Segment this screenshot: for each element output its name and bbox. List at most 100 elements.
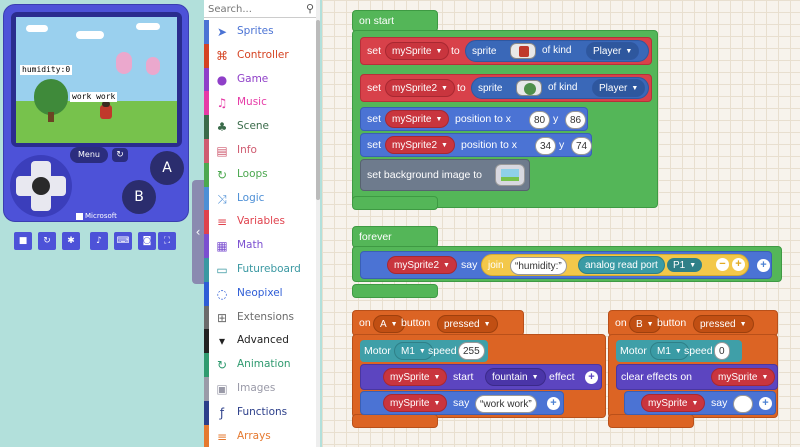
variable-dropdown[interactable]: mySprite2▼ bbox=[385, 79, 455, 97]
plus-icon[interactable]: + bbox=[585, 371, 598, 384]
category-futureboard[interactable]: ▭Futureboard bbox=[204, 258, 320, 282]
button-dropdown[interactable]: A▼ bbox=[373, 315, 405, 333]
variable-dropdown[interactable]: mySprite▼ bbox=[383, 368, 448, 386]
menu-button[interactable]: Menu bbox=[70, 147, 108, 163]
variable-dropdown[interactable]: mySprite▼ bbox=[385, 42, 450, 60]
category-math[interactable]: ▦Math bbox=[204, 234, 320, 259]
a-button[interactable]: A bbox=[150, 151, 184, 185]
category-loops[interactable]: ↻Loops bbox=[204, 162, 320, 187]
join-reporter[interactable]: join “humidity:” analog read port P1▼ − … bbox=[481, 254, 749, 276]
y-number-input[interactable]: 86 bbox=[565, 111, 587, 129]
variable-dropdown[interactable]: mySprite2▼ bbox=[387, 256, 457, 274]
scrollbar-thumb[interactable] bbox=[316, 20, 320, 200]
category-info[interactable]: ▤Info bbox=[204, 139, 320, 163]
plus-icon[interactable]: + bbox=[759, 397, 772, 410]
collapse-simulator-handle[interactable]: ‹ bbox=[192, 180, 204, 284]
set-background-image-block[interactable]: set background image to bbox=[360, 159, 530, 191]
x-number-input[interactable]: 34 bbox=[535, 137, 557, 155]
on-a-button-hat-block[interactable]: on A▼ button pressed▼ bbox=[352, 310, 524, 336]
say-text-input[interactable]: “work work” bbox=[475, 395, 537, 413]
sprite-image-picker[interactable] bbox=[510, 43, 536, 59]
category-images[interactable]: ▣Images bbox=[204, 377, 320, 401]
start-effect-block[interactable]: mySprite▼ start fountain▼ effect + bbox=[360, 364, 602, 390]
sprite-of-kind-reporter[interactable]: sprite of kind Player▼ bbox=[471, 77, 649, 99]
stop-icon[interactable]: ■ bbox=[14, 232, 32, 250]
event-dropdown[interactable]: pressed▼ bbox=[437, 315, 498, 333]
say-text-input[interactable] bbox=[733, 395, 753, 413]
variable-name: mySprite bbox=[390, 397, 430, 409]
category-scene[interactable]: ♣Scene bbox=[204, 115, 320, 140]
variable-dropdown[interactable]: mySprite▼ bbox=[711, 368, 776, 386]
on-b-button-hat-block[interactable]: on B▼ button pressed▼ bbox=[608, 310, 778, 336]
x-number-input[interactable]: 80 bbox=[529, 111, 551, 129]
variable-dropdown[interactable]: mySprite▼ bbox=[641, 394, 706, 412]
on-b-footer bbox=[608, 414, 694, 428]
motor-dropdown[interactable]: M1▼ bbox=[650, 342, 689, 360]
sprite-say-work-block[interactable]: mySprite▼ say “work work” + bbox=[360, 391, 564, 415]
search-input[interactable] bbox=[208, 2, 300, 16]
category-variables[interactable]: ≡Variables bbox=[204, 210, 320, 235]
background-image-picker[interactable] bbox=[495, 164, 525, 186]
volume-icon[interactable]: ♪ bbox=[90, 232, 108, 250]
fullscreen-icon[interactable]: ⛶ bbox=[158, 232, 176, 250]
speed-input[interactable]: 255 bbox=[458, 342, 485, 360]
debug-bug-icon[interactable]: ✱ bbox=[62, 232, 80, 250]
sprite-say-block[interactable]: mySprite2▼ say join “humidity:” analog r… bbox=[360, 251, 772, 279]
clear-effects-block[interactable]: clear effects on mySprite▼ bbox=[616, 364, 778, 390]
category-advanced[interactable]: ▾Advanced bbox=[204, 329, 320, 354]
set-position-block[interactable]: set mySprite▼ position to x 80 y 86 bbox=[360, 107, 588, 131]
restart-icon[interactable]: ↻ bbox=[38, 232, 56, 250]
analog-read-reporter[interactable]: analog read port P1▼ bbox=[578, 256, 703, 274]
forever-hat-block[interactable]: forever bbox=[352, 226, 438, 248]
category-neopixel[interactable]: ◌Neopixel bbox=[204, 281, 320, 306]
plus-icon[interactable]: + bbox=[547, 397, 560, 410]
variable-dropdown[interactable]: mySprite▼ bbox=[383, 394, 448, 412]
category-extensions[interactable]: ⊞Extensions bbox=[204, 305, 320, 330]
sprite-of-kind-reporter[interactable]: sprite of kind Player▼ bbox=[465, 40, 649, 62]
on-start-hat-block[interactable]: on start bbox=[352, 10, 438, 32]
motor-id: M1 bbox=[657, 345, 671, 357]
sprite-image-picker[interactable] bbox=[516, 80, 542, 96]
motor-speed-block[interactable]: Motor M1▼ speed 255 bbox=[360, 340, 488, 362]
search-icon[interactable]: ⚲ bbox=[305, 2, 314, 15]
category-sprites[interactable]: ➤Sprites bbox=[204, 20, 320, 44]
screenshot-camera-icon[interactable]: ◙ bbox=[138, 232, 156, 250]
analog-read-label: analog read port bbox=[585, 259, 658, 271]
category-controller[interactable]: ⌘Controller bbox=[204, 43, 320, 68]
set-sprite2-block[interactable]: set mySprite2▼ to sprite of kind Player▼ bbox=[360, 74, 652, 102]
category-music[interactable]: ♫Music bbox=[204, 91, 320, 116]
restart-icon[interactable]: ↻ bbox=[112, 148, 128, 162]
toolbox-scrollbar[interactable] bbox=[316, 0, 320, 447]
speed-input[interactable]: 0 bbox=[714, 342, 730, 360]
plus-icon[interactable]: + bbox=[732, 258, 745, 271]
set-sprite-block[interactable]: set mySprite▼ to sprite of kind Player▼ bbox=[360, 37, 652, 65]
blocks-workspace[interactable]: on start set mySprite▼ to sprite of kind… bbox=[322, 0, 800, 447]
y-number-input[interactable]: 74 bbox=[571, 137, 593, 155]
keyboard-icon[interactable]: ⌨ bbox=[114, 232, 132, 250]
motor-dropdown[interactable]: M1▼ bbox=[394, 342, 433, 360]
set-position2-block[interactable]: set mySprite2▼ position to x 34 y 74 bbox=[360, 133, 593, 157]
category-animation[interactable]: ↻Animation bbox=[204, 353, 320, 378]
plus-icon[interactable]: + bbox=[757, 259, 770, 272]
port-dropdown[interactable]: P1▼ bbox=[667, 258, 703, 272]
text-input[interactable]: “humidity:” bbox=[510, 257, 567, 275]
event-dropdown[interactable]: pressed▼ bbox=[693, 315, 754, 333]
b-button[interactable]: B bbox=[122, 180, 156, 214]
sprite-say-empty-block[interactable]: mySprite▼ say + bbox=[624, 391, 776, 415]
dpad[interactable] bbox=[10, 155, 72, 217]
variable-dropdown[interactable]: mySprite2▼ bbox=[385, 136, 455, 154]
variable-name: mySprite2 bbox=[394, 259, 440, 271]
motor-speed-block[interactable]: Motor M1▼ speed 0 bbox=[616, 340, 742, 362]
category-logic[interactable]: ⤨Logic bbox=[204, 186, 320, 211]
variable-dropdown[interactable]: mySprite▼ bbox=[385, 110, 450, 128]
category-arrays[interactable]: ≡Arrays bbox=[204, 424, 320, 447]
effect-dropdown[interactable]: fountain▼ bbox=[485, 368, 546, 386]
category-game[interactable]: ●Game bbox=[204, 67, 320, 92]
button-dropdown[interactable]: B▼ bbox=[629, 315, 661, 333]
kind-dropdown[interactable]: Player▼ bbox=[586, 42, 640, 60]
chevron-down-icon: ▼ bbox=[761, 373, 769, 381]
minus-icon[interactable]: − bbox=[716, 258, 729, 271]
kind-dropdown[interactable]: Player▼ bbox=[592, 79, 646, 97]
game-screen[interactable]: humidity:0 work work bbox=[16, 17, 177, 143]
